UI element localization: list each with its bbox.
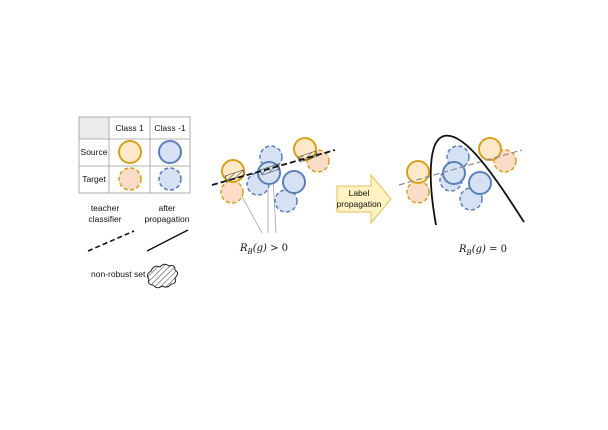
teacher-classifier-label: teacher classifier [80, 203, 130, 225]
teacher-label-line1: teacher [90, 203, 120, 213]
after-label-line2: propagation [144, 214, 190, 224]
after-propagation-label: after propagation [139, 203, 195, 225]
after-propagation-curve [429, 134, 525, 226]
teacher-label-line2: classifier [88, 214, 122, 224]
source-classm1-circle [158, 140, 182, 164]
label-propagation-arrow [336, 173, 392, 225]
arrow-label-line1: Label [348, 188, 370, 198]
legend-table-grid [78, 116, 191, 194]
non-robust-set-blob [146, 263, 178, 289]
arrow-label: Label propagation [333, 188, 385, 210]
non-robust-set-label: non-robust set [91, 269, 146, 279]
before-robustness-caption: RB(g) > 0 [240, 243, 289, 256]
table-row-target: Target [82, 174, 106, 184]
table-header-class1: Class 1 [115, 123, 144, 133]
table-header-class-minus1: Class -1 [154, 123, 186, 133]
teacher-classifier-line-sample [87, 230, 135, 252]
target-class1-circle [118, 167, 142, 191]
table-row-source: Source [80, 147, 108, 157]
target-classm1-circle [158, 167, 182, 191]
after-label-line1: after [158, 203, 176, 213]
after-propagation-line-sample [146, 229, 189, 252]
after-cluster [398, 134, 525, 226]
source-class1-circle [118, 140, 142, 164]
before-cluster [211, 137, 336, 234]
after-robustness-caption: RB(g) = 0 [459, 244, 508, 257]
arrow-label-line2: propagation [336, 199, 382, 209]
